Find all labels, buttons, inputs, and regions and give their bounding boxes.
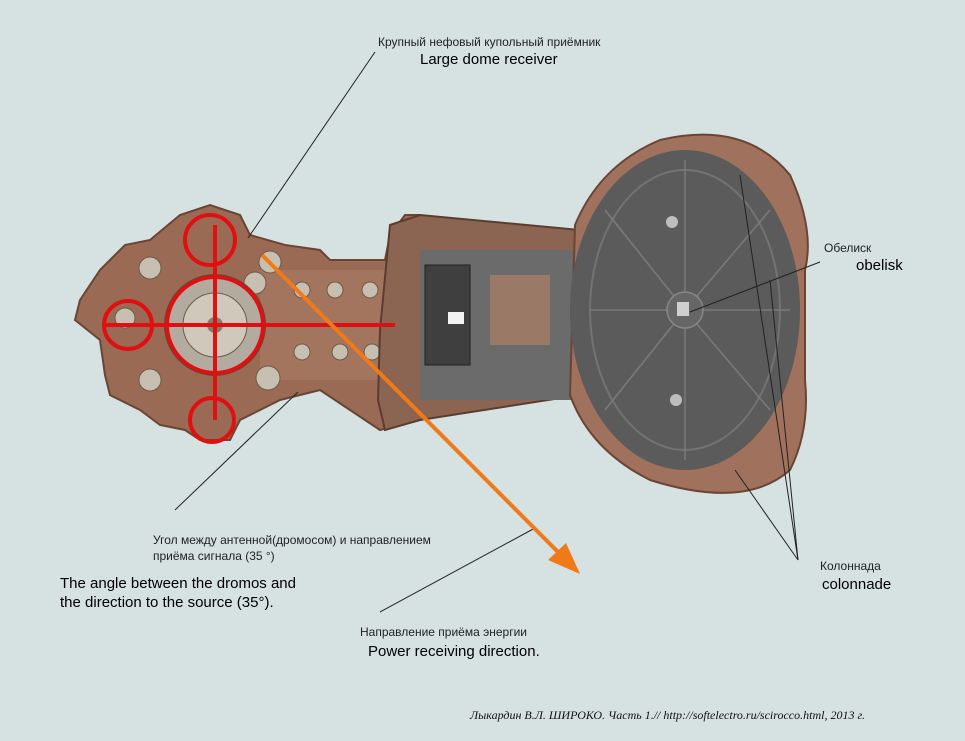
obelisk-label-en: obelisk xyxy=(856,257,903,274)
dome-label-ru: Крупный нефовый купольный приёмник xyxy=(378,35,601,49)
colonnade-label-ru: Колоннада xyxy=(820,559,881,573)
angle-label-en-line2: the direction to the source (35°). xyxy=(60,594,274,611)
power-direction-arrow xyxy=(260,253,580,574)
facade-block xyxy=(376,213,581,432)
obelisk-label-ru: Обелиск xyxy=(824,241,872,255)
red-cross-overlay xyxy=(102,213,395,444)
dome-label-en: Large dome receiver xyxy=(420,51,558,68)
angle-label-ru-line2: приёма сигнала (35 °) xyxy=(153,549,275,563)
direction-label-en: Power receiving direction. xyxy=(368,643,540,660)
angle-label-ru-line1: Угол между антенной(дромосом) и направле… xyxy=(153,533,431,547)
direction-label-ru: Направление приёма энергии xyxy=(360,625,527,639)
angle-label-en-line1: The angle between the dromos and xyxy=(60,575,296,592)
colonnade-label-en: colonnade xyxy=(822,576,892,593)
st-peters-square xyxy=(568,133,809,494)
basilica-plan xyxy=(73,203,421,441)
credit-line: Лыкардин В.Л. ШИРОКО. Часть 1.// http://… xyxy=(470,708,865,722)
pointer-lines xyxy=(174,51,821,613)
